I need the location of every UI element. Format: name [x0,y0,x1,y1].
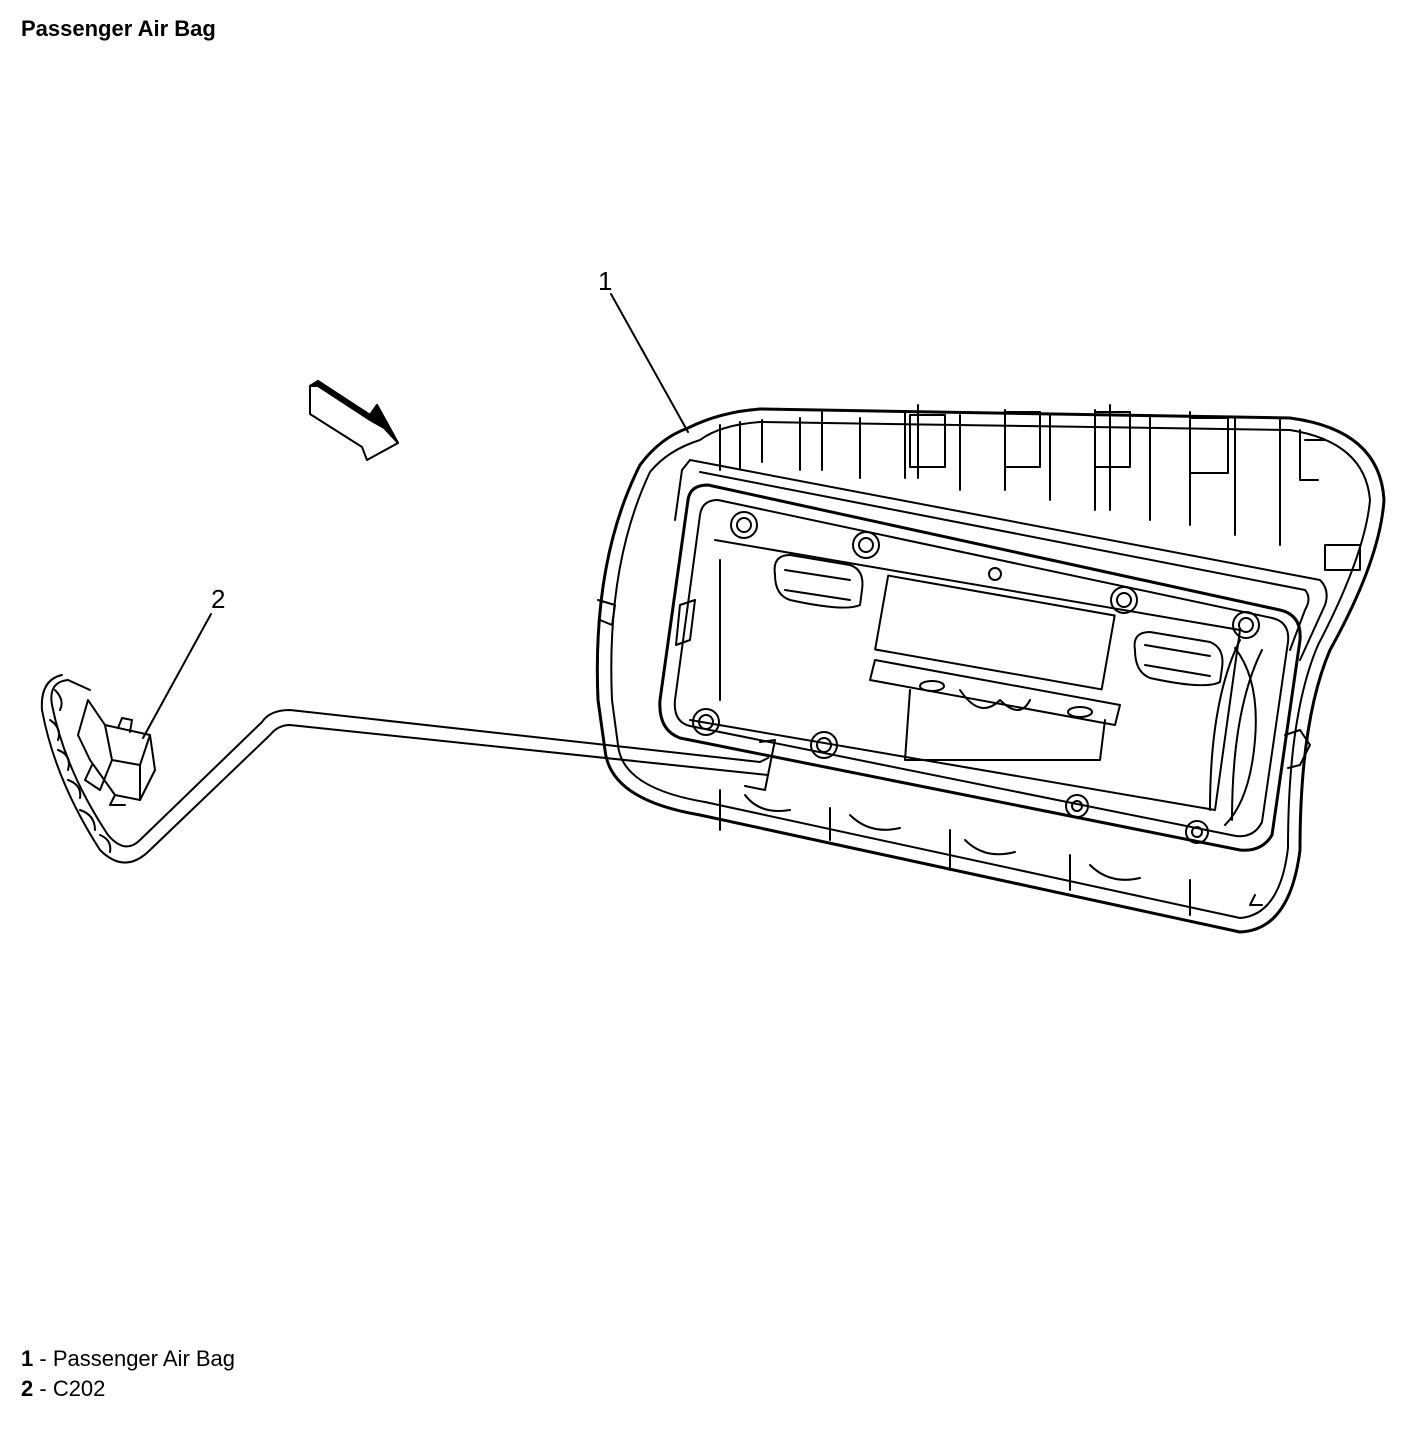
legend-number: 1 [21,1346,34,1371]
harness-wire [40,674,776,864]
c202-connector [77,699,156,806]
air-bag-diagram: 1 2 [40,266,1386,934]
legend: 1 - Passenger Air Bag 2 - C202 [21,1344,235,1404]
legend-separator: - [33,1346,53,1371]
page-title: Passenger Air Bag [21,16,216,41]
legend-item: 1 - Passenger Air Bag [21,1344,235,1374]
callout-2: 2 [211,584,225,614]
legend-number: 2 [21,1376,34,1401]
legend-label: Passenger Air Bag [52,1346,236,1371]
legend-separator: - [33,1376,53,1401]
legend-item: 2 - C202 [21,1374,235,1404]
passenger-air-bag-module [595,404,1386,934]
callout-1: 1 [598,266,612,296]
legend-label: C202 [52,1376,106,1401]
view-direction-arrow-icon [309,380,399,461]
